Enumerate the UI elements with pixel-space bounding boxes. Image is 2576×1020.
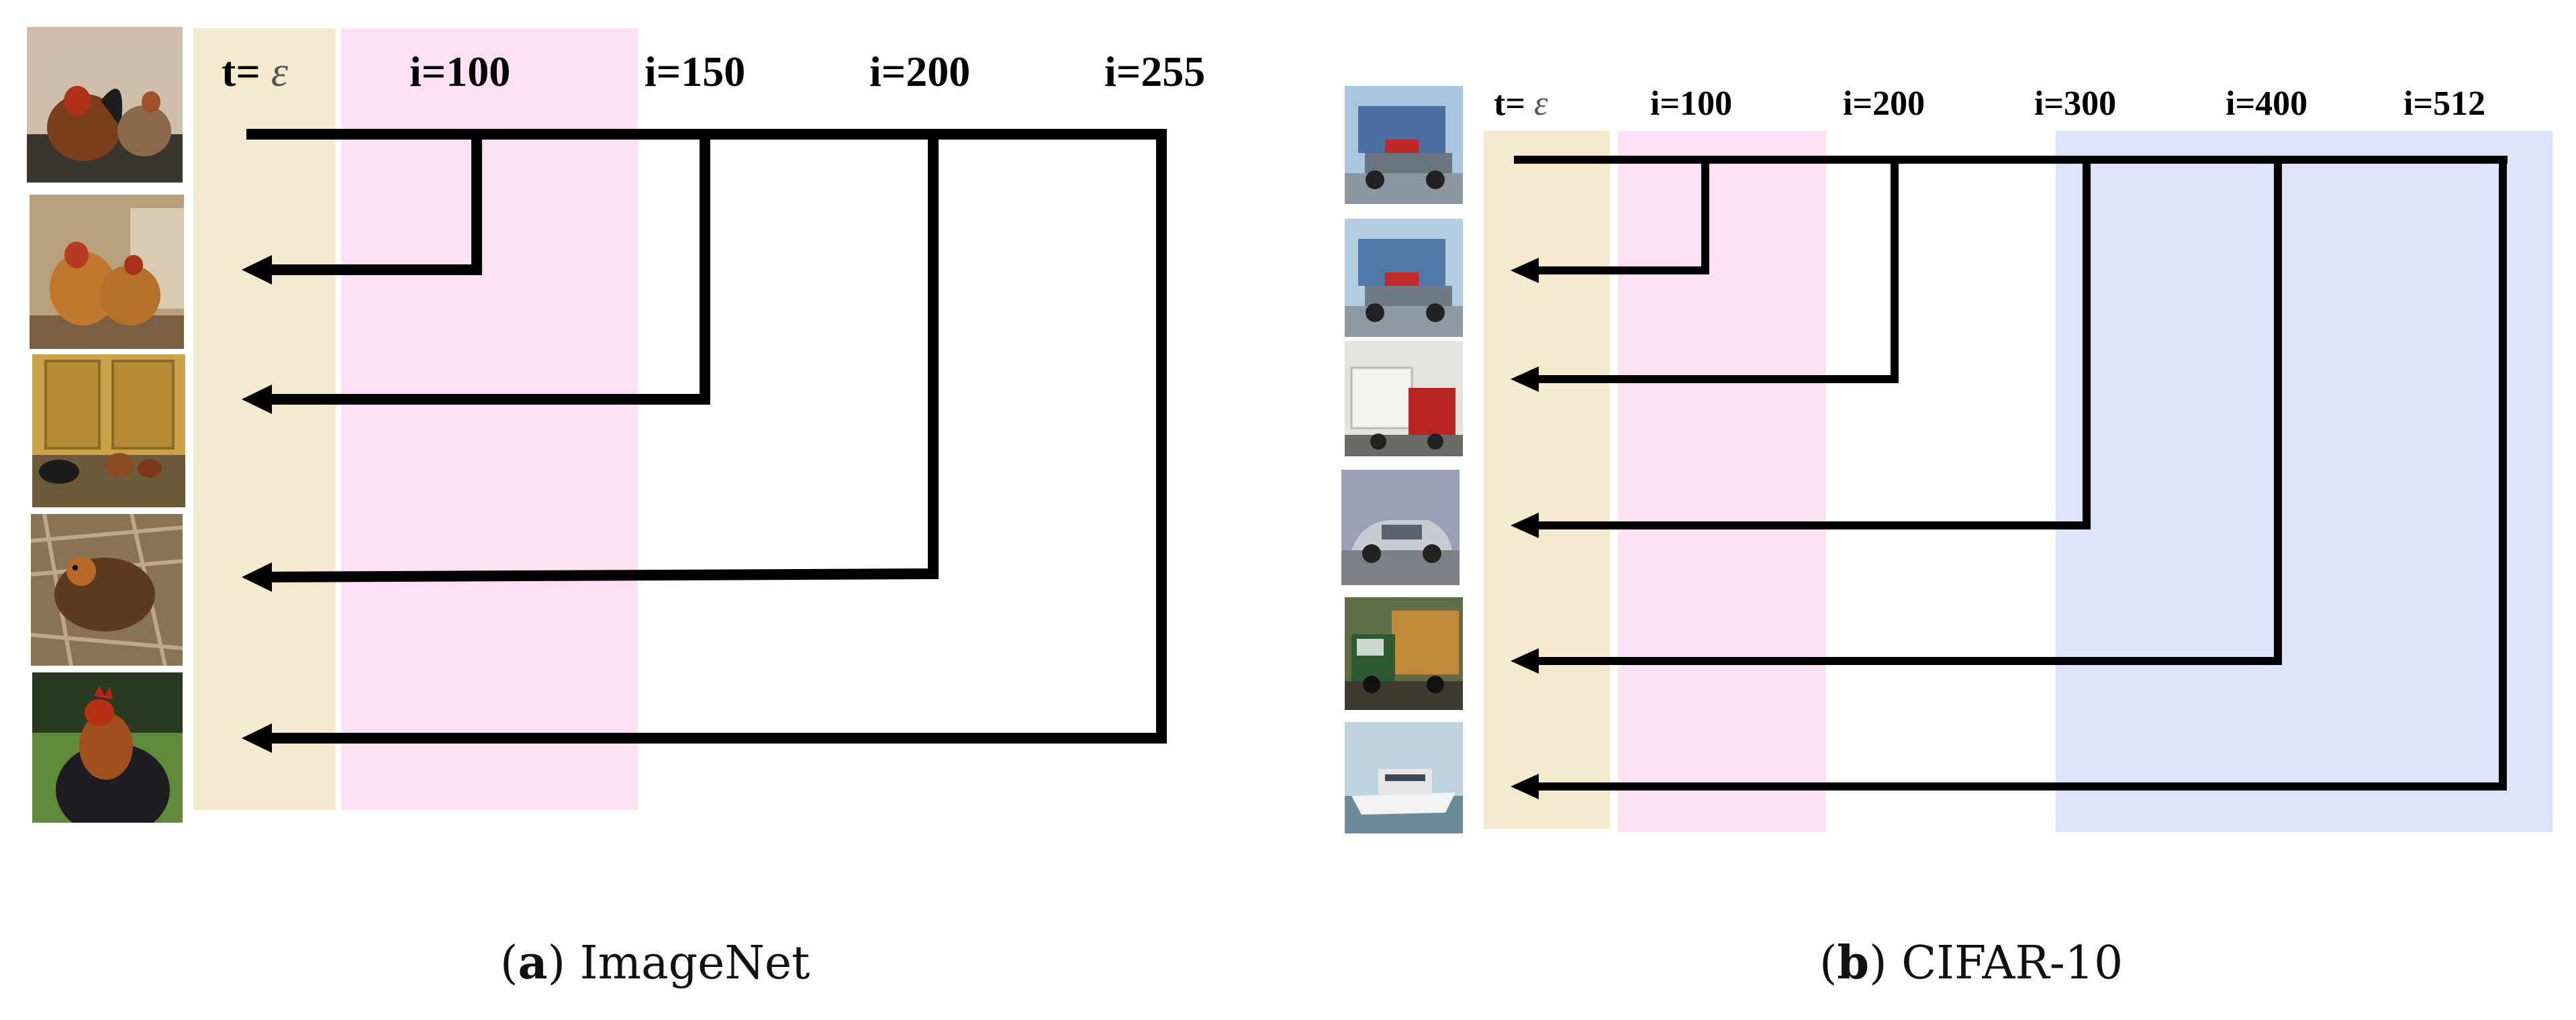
thumbnail-boat xyxy=(1345,722,1463,833)
timestep-prefix: t= xyxy=(222,48,260,95)
epsilon-symbol: ε xyxy=(271,48,288,95)
caption-text: ImageNet xyxy=(579,937,810,990)
step-label: i=200 xyxy=(869,48,971,95)
thumbnail-chicks-in-coop xyxy=(32,354,185,507)
step-label: i=200 xyxy=(1843,85,1925,123)
step-label: i=100 xyxy=(1650,85,1733,123)
thumbnail-two-hens xyxy=(30,195,184,349)
step-label: i=512 xyxy=(2403,85,2486,123)
arrowhead xyxy=(242,723,272,753)
step-label: i=150 xyxy=(645,48,746,95)
caption-a: (a) ImageNet xyxy=(500,936,810,990)
thumbnail-hen-on-straw xyxy=(31,514,183,666)
step-label: i=300 xyxy=(2034,85,2117,123)
timestep-epsilon-label-a: t= ε xyxy=(222,47,288,97)
pink-band xyxy=(341,28,638,810)
thumbnail-rooster xyxy=(32,672,183,823)
thumbnail-green-cargo-truck xyxy=(1345,597,1463,710)
thumbnail-rooster-and-hen xyxy=(27,27,183,183)
step-label: i=255 xyxy=(1104,48,1206,95)
branch-arrow-2 xyxy=(258,134,710,405)
epsilon-symbol: ε xyxy=(1533,85,1548,123)
thumbnail-red-white-truck xyxy=(1345,341,1463,456)
branch-arrow-4 xyxy=(258,134,1167,744)
step-label: i=400 xyxy=(2226,85,2308,123)
timestep-prefix: t= xyxy=(1494,85,1525,123)
caption-letter: b xyxy=(1837,936,1870,990)
arrowhead xyxy=(242,385,272,414)
step-label: i=100 xyxy=(410,48,511,95)
arrowhead xyxy=(242,255,272,285)
branch-arrow-1 xyxy=(258,134,482,275)
epsilon-band xyxy=(193,28,336,810)
thumbnail-blue-red-truck xyxy=(1345,86,1463,204)
thumbnail-silver-car xyxy=(1341,470,1460,585)
thumbnail-blue-red-truck xyxy=(1345,219,1463,337)
arrowhead xyxy=(242,562,272,592)
branch-arrow-3 xyxy=(258,134,939,582)
caption-text: CIFAR-10 xyxy=(1901,937,2124,990)
caption-letter: a xyxy=(518,936,548,990)
caption-b: (b) CIFAR-10 xyxy=(1819,936,2124,990)
timestep-epsilon-label-b: t= ε xyxy=(1494,84,1547,123)
